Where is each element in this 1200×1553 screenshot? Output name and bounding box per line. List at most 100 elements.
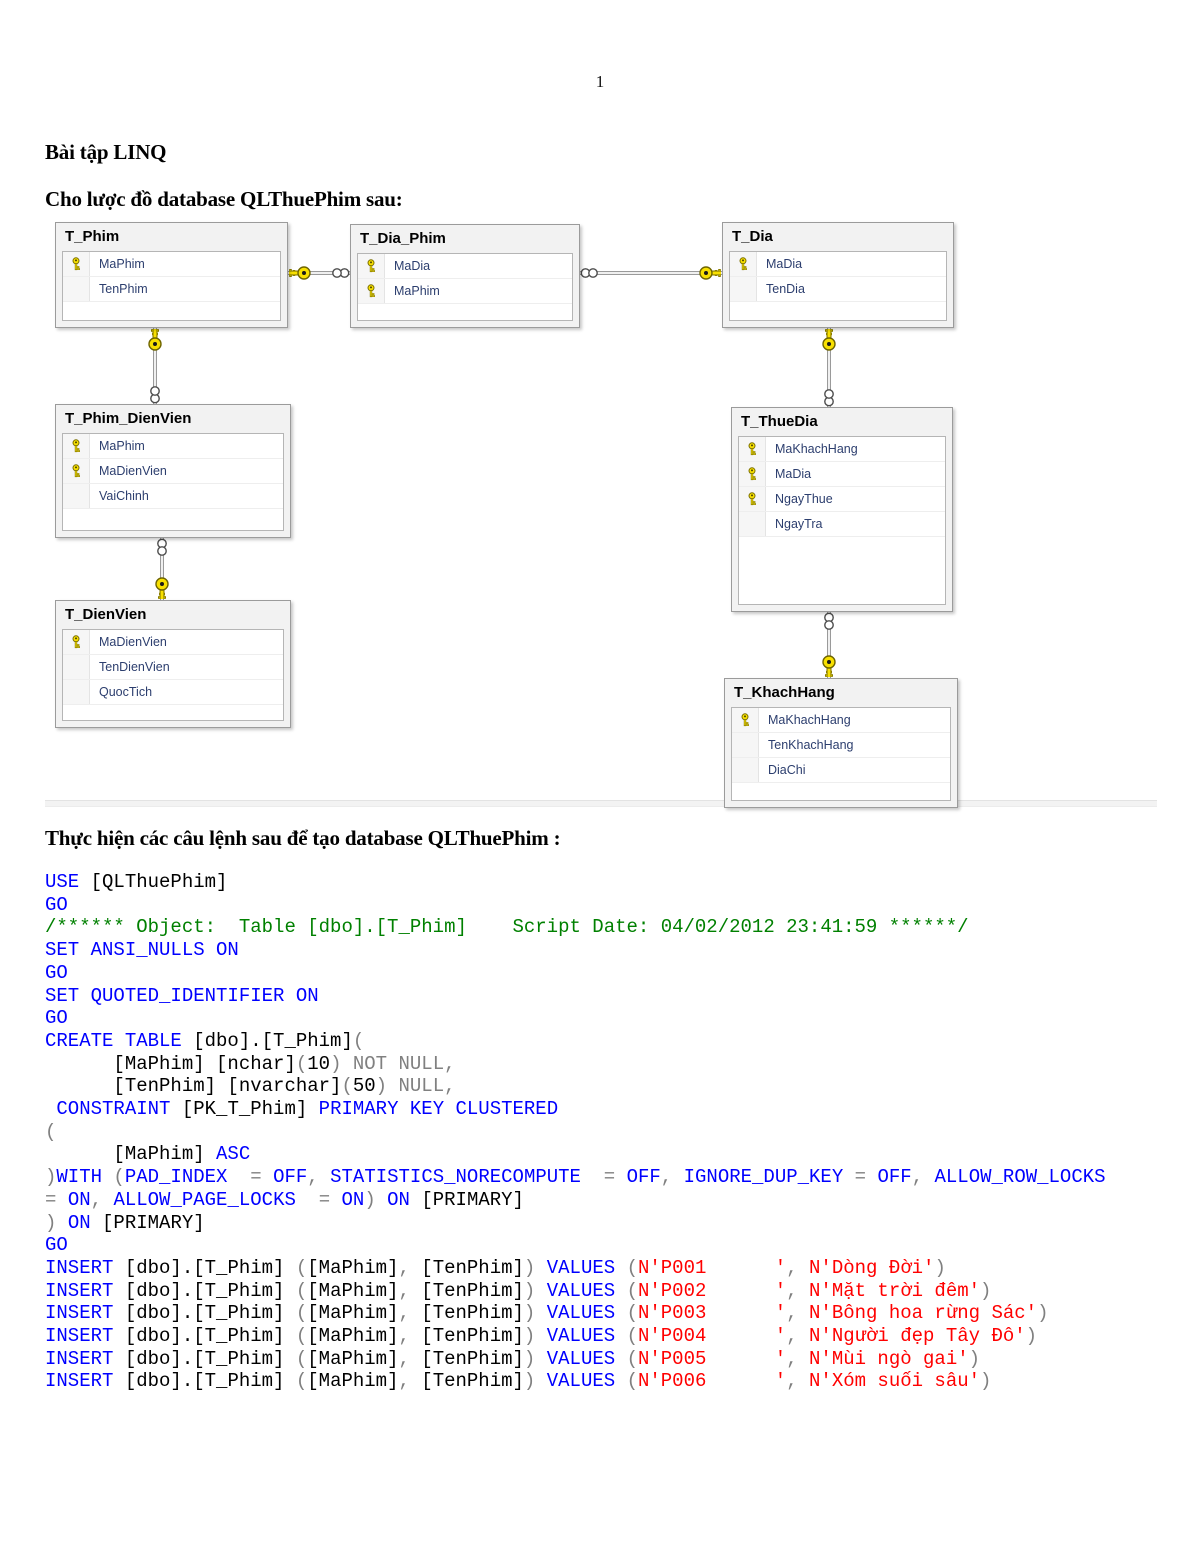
code-token: N'P006 ': [637, 1370, 787, 1393]
code-token: [615, 1325, 626, 1347]
field-row: MaPhim: [63, 434, 283, 459]
code-token: [dbo].[T_Phim]: [113, 1347, 296, 1370]
code-token: [672, 1166, 683, 1188]
code-token: [TenPhim]: [409, 1302, 524, 1325]
code-token: IGNORE_DUP_KEY: [683, 1166, 844, 1189]
code-token: =: [854, 1166, 867, 1189]
code-line: USE [QLThuePhim]: [45, 871, 1106, 894]
one-side-key-icon: [148, 329, 162, 351]
sql-intro-heading: Thực hiện các câu lệnh sau để tạo databa…: [45, 826, 561, 850]
many-side-infinity-icon: [580, 268, 598, 278]
field-row: MaDienVien: [63, 459, 283, 484]
code-token: [TenPhim]: [409, 1347, 524, 1370]
code-token: (: [113, 1166, 125, 1189]
code-token: [535, 1325, 546, 1347]
code-token: [535, 1302, 546, 1324]
table-title: T_Phim: [65, 228, 120, 245]
many-side-infinity-icon: [332, 268, 350, 278]
code-token: ASC: [216, 1143, 251, 1166]
code-token: (: [295, 1302, 308, 1325]
empty-key-cell: [732, 758, 759, 782]
code-token: ON: [67, 1188, 91, 1211]
relationship-connector: [148, 328, 162, 404]
code-token: ON: [341, 1188, 365, 1211]
primary-key-cell: [358, 254, 385, 278]
code-token: [102, 1189, 113, 1211]
code-token: [581, 1166, 604, 1188]
primary-key-cell: [730, 252, 757, 276]
relationship-connector: [288, 266, 350, 280]
code-token: ,: [786, 1302, 798, 1325]
empty-key-cell: [63, 484, 90, 508]
many-side-infinity-icon: [824, 612, 834, 630]
code-token: ): [934, 1256, 946, 1279]
sql-code-block: USE [QLThuePhim]GO/****** Object: Table …: [45, 871, 1106, 1393]
code-token: (: [626, 1325, 638, 1348]
code-token: ,: [398, 1325, 410, 1348]
empty-key-cell: [63, 655, 90, 679]
code-token: [798, 1280, 809, 1302]
code-token: ,: [786, 1325, 798, 1348]
code-token: ): [45, 1211, 57, 1234]
many-side-infinity-icon: [824, 389, 834, 407]
code-line: = ON, ALLOW_PAGE_LOCKS = ON) ON [PRIMARY…: [45, 1189, 1106, 1212]
page-number: 1: [595, 72, 605, 91]
code-token: ): [523, 1347, 536, 1370]
code-token: ,: [398, 1302, 410, 1325]
field-name: MaPhim: [394, 284, 440, 298]
code-token: (: [626, 1302, 638, 1325]
code-line: [MaPhim] [nchar](10) NOT NULL,: [45, 1053, 1106, 1076]
code-token: [dbo].[T_Phim]: [113, 1302, 296, 1325]
code-token: [615, 1166, 626, 1188]
code-token: [319, 1166, 330, 1188]
primary-key-icon: [72, 439, 80, 453]
code-token: ): [523, 1302, 536, 1325]
one-side-key-icon: [699, 266, 721, 280]
code-token: CONSTRAINT: [56, 1098, 171, 1121]
code-token: (: [626, 1256, 638, 1279]
field-row: TenDienVien: [63, 655, 283, 680]
code-token: VALUES: [546, 1347, 616, 1370]
relationship-connector: [822, 612, 836, 678]
code-token: [866, 1166, 877, 1188]
code-token: ALLOW_ROW_LOCKS: [934, 1166, 1106, 1189]
code-token: N'P001 ': [637, 1256, 787, 1279]
code-token: [PRIMARY]: [409, 1188, 524, 1211]
primary-key-cell: [63, 252, 90, 276]
code-token: [535, 1370, 546, 1392]
code-token: GO: [45, 1234, 68, 1257]
primary-key-cell: [732, 708, 759, 732]
code-line: INSERT [dbo].[T_Phim] ([MaPhim], [TenPhi…: [45, 1302, 1106, 1325]
code-token: OFF: [273, 1166, 308, 1189]
code-token: ): [1025, 1325, 1038, 1348]
code-token: (: [352, 1029, 365, 1052]
table-title: T_Dia_Phim: [360, 230, 446, 247]
code-token: [615, 1370, 626, 1392]
code-token: OFF: [877, 1166, 912, 1189]
code-token: ON: [67, 1211, 91, 1234]
primary-key-icon: [72, 257, 80, 271]
code-token: ): [1037, 1302, 1049, 1325]
code-token: [dbo].[T_Phim]: [113, 1325, 296, 1348]
code-token: [TenPhim]: [409, 1325, 524, 1348]
primary-key-icon: [367, 284, 375, 298]
code-token: [798, 1370, 809, 1392]
code-token: [PRIMARY]: [90, 1211, 205, 1234]
code-line: [TenPhim] [nvarchar](50) NULL,: [45, 1075, 1106, 1098]
code-token: [615, 1257, 626, 1279]
code-token: OFF: [626, 1166, 661, 1189]
code-token: (: [341, 1075, 353, 1098]
code-token: ALLOW_PAGE_LOCKS: [113, 1188, 296, 1211]
code-line: CREATE TABLE [dbo].[T_Phim](: [45, 1030, 1106, 1053]
code-token: [MaPhim]: [307, 1325, 399, 1348]
code-token: INSERT: [45, 1347, 114, 1370]
field-name: QuocTich: [99, 685, 153, 699]
field-row: TenDia: [730, 277, 946, 302]
code-token: (: [626, 1279, 638, 1302]
code-line: )WITH (PAD_INDEX = OFF, STATISTICS_NOREC…: [45, 1166, 1106, 1189]
